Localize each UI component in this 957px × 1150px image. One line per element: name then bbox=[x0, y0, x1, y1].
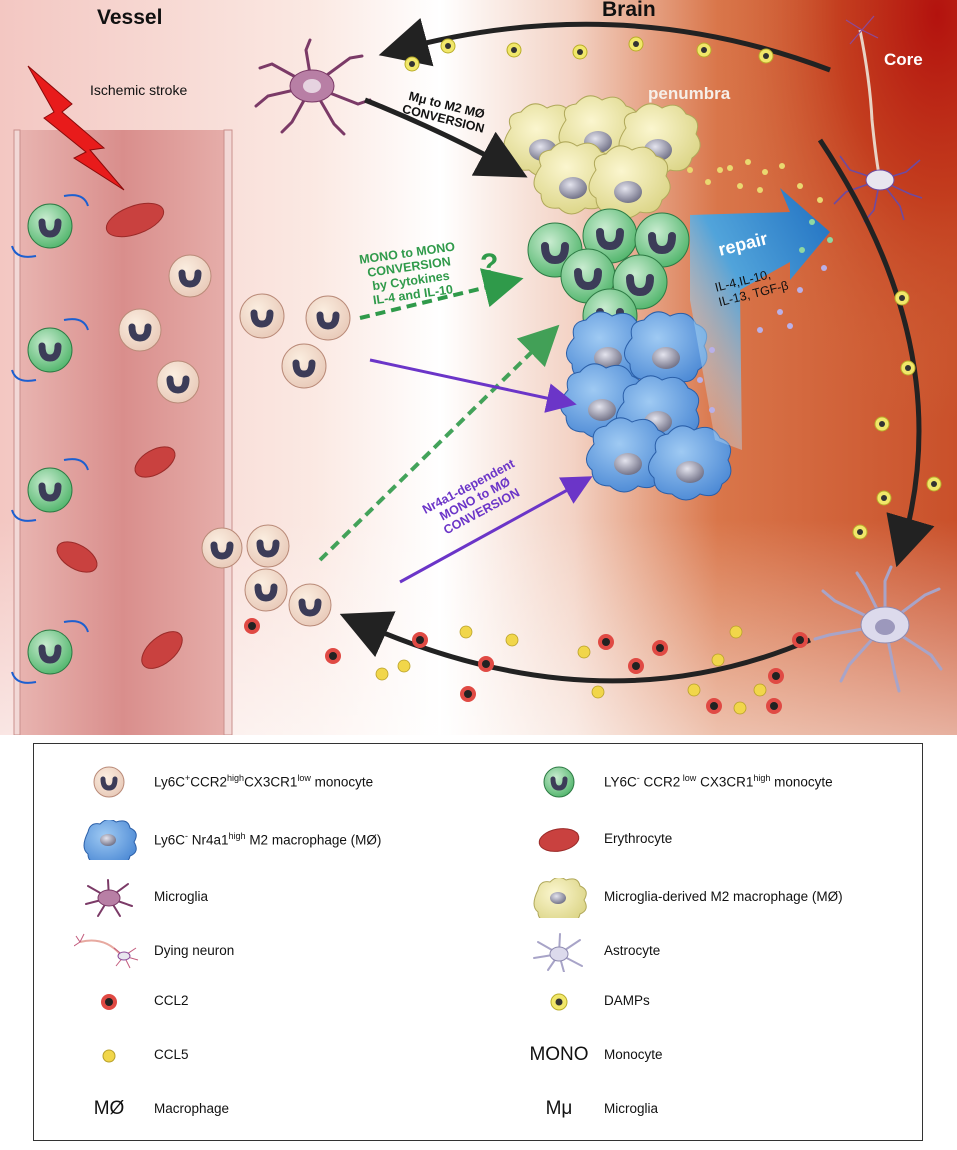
legend-label: DAMPs bbox=[604, 993, 650, 1008]
legend-m2-macrophage: Ly6C- Nr4a1high M2 macrophage (MØ) bbox=[74, 820, 474, 860]
legend-label: Ly6C+CCR2highCX3CR1low monocyte bbox=[154, 773, 374, 790]
damp-signal-arrow bbox=[378, 18, 831, 73]
legend-label: Erythrocyte bbox=[604, 831, 673, 846]
macrophage-blue-icon bbox=[83, 820, 137, 860]
rolling-monocytes bbox=[11, 194, 89, 684]
mono-to-mac-arrow bbox=[369, 358, 577, 413]
ccl5-particles bbox=[375, 625, 767, 715]
pathway-figure: Vessel Brain Core penumbra Ischemic stro… bbox=[0, 0, 957, 735]
legend-label: Dying neuron bbox=[154, 943, 235, 958]
core-label: Core bbox=[884, 50, 923, 69]
ccl5-icon bbox=[102, 1049, 116, 1063]
chemokine-recruitment-arrow bbox=[339, 611, 811, 684]
legend-label: Microglia bbox=[154, 889, 209, 904]
legend-label: LY6C- CCR2 low CX3CR1high monocyte bbox=[604, 773, 833, 790]
legend-mono: MONO Monocyte bbox=[524, 1036, 904, 1076]
lightning-icon bbox=[27, 65, 125, 191]
legend-ccl5: CCL5 bbox=[74, 1036, 474, 1076]
mac-symbol: MØ bbox=[93, 1098, 125, 1119]
legend-label: Ly6C- Nr4a1high M2 macrophage (MØ) bbox=[154, 831, 382, 848]
damps-icon bbox=[550, 993, 568, 1011]
erythrocytes bbox=[56, 202, 183, 669]
vessel-heading: Vessel bbox=[97, 6, 163, 29]
microglia-icon bbox=[85, 879, 133, 917]
legend-box: Ly6C+CCR2highCX3CR1low monocyte LY6C- CC… bbox=[33, 743, 923, 1141]
legend-dying-neuron: Dying neuron bbox=[74, 932, 474, 972]
penumbra-label: penumbra bbox=[648, 84, 731, 103]
cytokine-dots bbox=[687, 159, 833, 413]
ly6c-neg-monocyte-cluster bbox=[527, 208, 690, 344]
damps-particles bbox=[404, 36, 942, 540]
legend-label: CCL2 bbox=[154, 993, 189, 1008]
legend-ccl2: CCL2 bbox=[74, 982, 474, 1022]
legend-astrocyte: Astrocyte bbox=[524, 932, 904, 972]
legend-microglia: Microglia bbox=[74, 878, 474, 918]
repair-arrow bbox=[690, 188, 830, 450]
question-mark: ? bbox=[480, 248, 499, 281]
neuron-icon bbox=[74, 933, 139, 969]
mu-symbol: Mμ bbox=[545, 1098, 573, 1119]
legend-label: CCL5 bbox=[154, 1047, 189, 1062]
legend-macrophage: MØ Macrophage bbox=[74, 1090, 474, 1130]
mono-to-mono-arrow bbox=[359, 268, 524, 320]
legend-label: Monocyte bbox=[604, 1047, 663, 1062]
nr4a1-arrow bbox=[399, 476, 593, 584]
legend-label: Macrophage bbox=[154, 1101, 230, 1116]
legend-microglia-m2: Microglia-derived M2 macrophage (MØ) bbox=[524, 878, 904, 918]
mu-to-m2-arrow bbox=[364, 97, 528, 178]
legend-label: Microglia-derived M2 macrophage (MØ) bbox=[604, 889, 843, 904]
erythrocyte-icon bbox=[538, 828, 580, 852]
inflammatory-monocytes bbox=[118, 254, 351, 627]
astrocyte-icon bbox=[533, 933, 583, 972]
microglia-derived-m2-macrophages bbox=[503, 95, 701, 219]
brain-heading: Brain bbox=[602, 0, 656, 21]
legend-label: Astrocyte bbox=[604, 943, 661, 958]
mono-symbol: MONO bbox=[529, 1044, 589, 1065]
stroke-label: Ischemic stroke bbox=[90, 82, 188, 98]
legend-label: Microglia bbox=[604, 1101, 659, 1116]
nr4a1-m2-macrophage-cluster bbox=[560, 311, 732, 501]
monocyte-green-icon bbox=[543, 766, 575, 798]
figure-canvas bbox=[0, 0, 957, 735]
ccl2-icon bbox=[101, 994, 117, 1010]
ccl2-particles bbox=[244, 618, 808, 714]
macrophage-yellow-icon bbox=[533, 878, 587, 918]
legend-damps: DAMPs bbox=[524, 982, 904, 1022]
dying-neuron bbox=[833, 15, 923, 223]
legend-microglia-symbol: Mμ Microglia bbox=[524, 1090, 904, 1130]
legend-erythrocyte: Erythrocyte bbox=[524, 820, 904, 860]
monocyte-pink-icon bbox=[93, 766, 125, 798]
legend-ly6c-neg-monocyte: LY6C- CCR2 low CX3CR1high monocyte bbox=[524, 762, 904, 802]
mono-to-mono-arrow-2 bbox=[318, 324, 560, 562]
astrocyte-cell bbox=[813, 565, 943, 693]
legend-ly6c-pos-monocyte: Ly6C+CCR2highCX3CR1low monocyte bbox=[74, 762, 474, 802]
astrocyte-activation-arrow bbox=[817, 138, 935, 568]
